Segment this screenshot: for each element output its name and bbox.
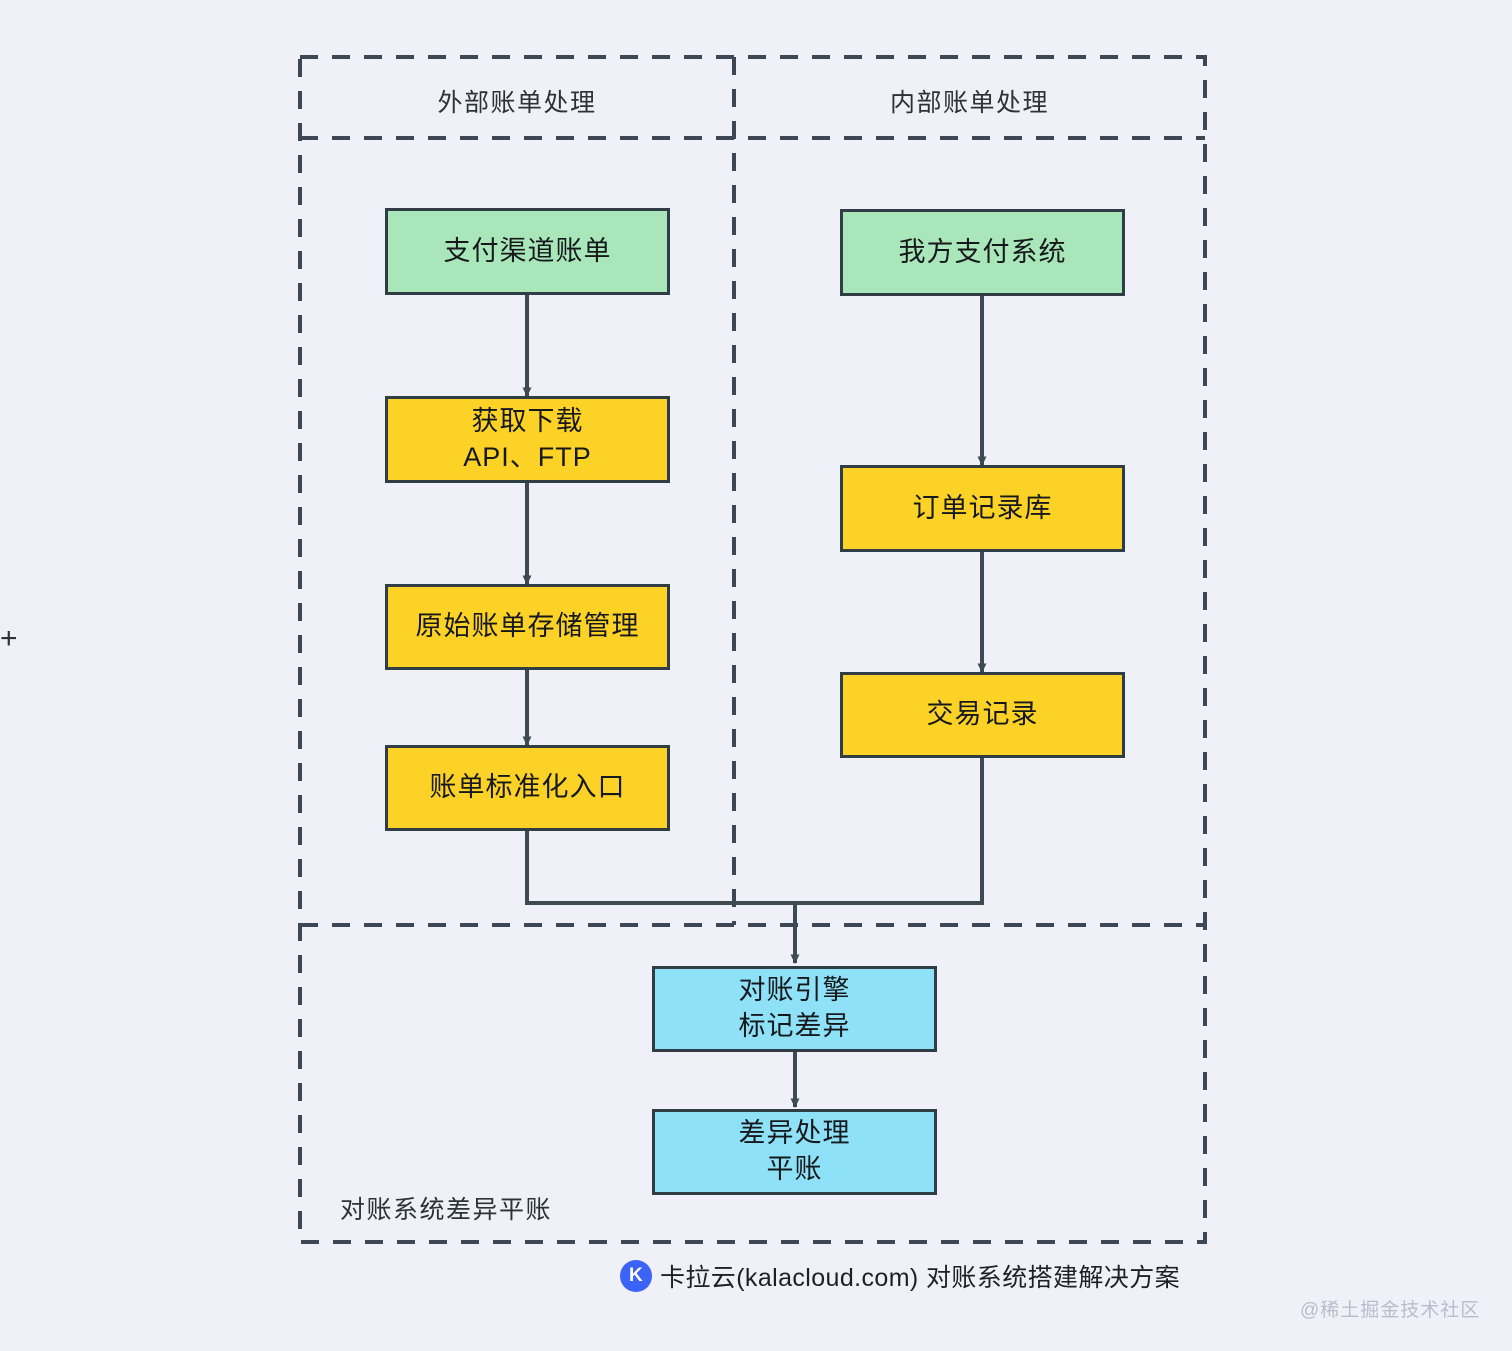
watermark-label: @稀土掘金技术社区 (1300, 1300, 1481, 1321)
node-label-line2: API、FTP (463, 441, 592, 472)
node-label-line2: 标记差异 (738, 1011, 851, 1041)
node-label: 原始账单存储管理 (415, 611, 640, 642)
node-label: 我方支付系统 (898, 236, 1067, 267)
node-diff-handling[interactable]: 差异处理 平账 (652, 1109, 937, 1195)
node-label-line1: 对账引擎 (738, 975, 851, 1006)
footer-text: 卡拉云(kalacloud.com) 对账系统搭建解决方案 (660, 1264, 1180, 1292)
node-bill-standardize-entry[interactable]: 账单标准化入口 (385, 745, 670, 831)
node-transaction-record[interactable]: 交易记录 (840, 672, 1125, 758)
node-external-channel-bill[interactable]: 支付渠道账单 (385, 208, 670, 295)
node-raw-bill-storage[interactable]: 原始账单存储管理 (385, 584, 670, 670)
node-label: 交易记录 (926, 699, 1039, 730)
group-title-external: 外部账单处理 (437, 89, 597, 117)
node-our-payment-system[interactable]: 我方支付系统 (840, 209, 1125, 296)
node-label-line1: 差异处理 (738, 1118, 851, 1149)
group-title-internal: 内部账单处理 (889, 89, 1049, 117)
outer-dashed-frame (298, 55, 1207, 1244)
node-order-record-db[interactable]: 订单记录库 (840, 465, 1125, 552)
footer-caption: K 卡拉云(kalacloud.com) 对账系统搭建解决方案 (620, 1258, 1180, 1294)
node-label: 账单标准化入口 (429, 772, 626, 803)
merge-path-left (525, 831, 795, 905)
kalacloud-logo-icon: K (620, 1260, 652, 1292)
group-title-reconcile: 对账系统差异平账 (340, 1196, 553, 1224)
node-label-line1: 获取下载 (471, 405, 584, 436)
node-label: 支付渠道账单 (443, 235, 612, 266)
node-reconcile-engine[interactable]: 对账引擎 标记差异 (652, 966, 937, 1052)
crop-plus-artifact: + (0, 626, 18, 652)
node-fetch-download[interactable]: 获取下载 API、FTP (385, 396, 670, 483)
node-label-line2: 平账 (766, 1154, 823, 1184)
merge-path-right (795, 758, 984, 905)
node-label: 订单记录库 (912, 492, 1053, 523)
